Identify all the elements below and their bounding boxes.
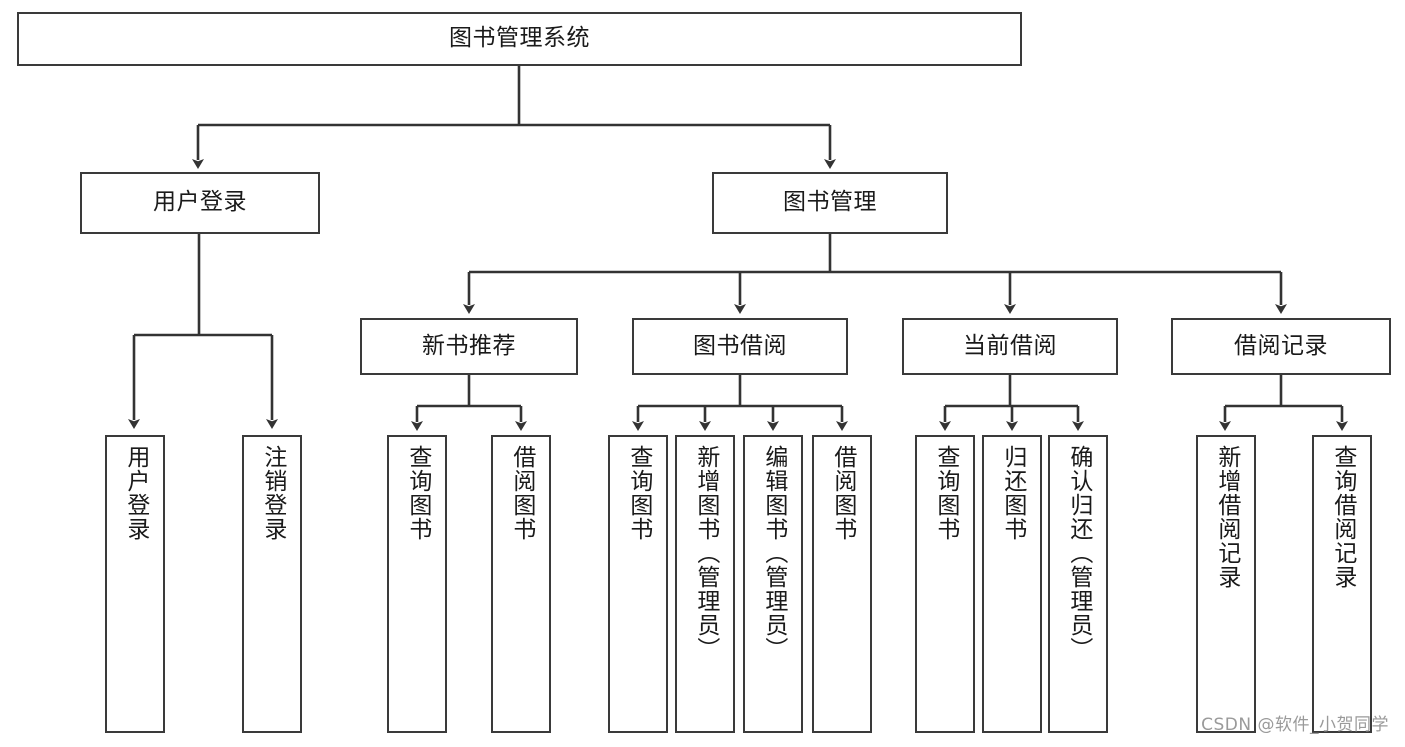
node-leaf-borrow-book-2[interactable]: 借阅图书 (812, 435, 872, 733)
node-leaf-borrow-book-1-label: 借阅图书 (508, 445, 535, 541)
node-leaf-confirm-return-admin[interactable]: 确认归还（管理员） (1048, 435, 1108, 733)
node-leaf-add-book-admin[interactable]: 新增图书（管理员） (675, 435, 735, 733)
node-root-label: 图书管理系统 (449, 25, 590, 52)
node-leaf-borrow-book-2-label: 借阅图书 (829, 445, 856, 541)
node-leaf-query-borrow-record-label: 查询借阅记录 (1329, 445, 1356, 589)
node-leaf-query-book-3-label: 查询图书 (932, 445, 959, 541)
node-current-borrow-label: 当前借阅 (963, 332, 1057, 359)
node-book-borrow-label: 图书借阅 (693, 332, 787, 359)
node-new-book-rec-label: 新书推荐 (422, 332, 516, 359)
node-leaf-logout-login-label: 注销登录 (259, 445, 286, 541)
node-book-manage[interactable]: 图书管理 (712, 172, 948, 234)
node-leaf-borrow-book-1[interactable]: 借阅图书 (491, 435, 551, 733)
node-leaf-query-book-2[interactable]: 查询图书 (608, 435, 668, 733)
node-leaf-query-book-2-label: 查询图书 (625, 445, 652, 541)
node-leaf-user-login[interactable]: 用户登录 (105, 435, 165, 733)
node-borrow-record[interactable]: 借阅记录 (1171, 318, 1391, 375)
watermark: CSDN @软件_小贺同学 (1201, 715, 1389, 735)
node-leaf-confirm-return-admin-label: 确认归还（管理员） (1065, 445, 1092, 661)
node-root[interactable]: 图书管理系统 (17, 12, 1022, 66)
node-new-book-rec[interactable]: 新书推荐 (360, 318, 578, 375)
node-leaf-return-book[interactable]: 归还图书 (982, 435, 1042, 733)
node-leaf-add-borrow-record[interactable]: 新增借阅记录 (1196, 435, 1256, 733)
node-current-borrow[interactable]: 当前借阅 (902, 318, 1118, 375)
node-user-login-label: 用户登录 (153, 189, 247, 216)
node-leaf-edit-book-admin[interactable]: 编辑图书（管理员） (743, 435, 803, 733)
node-book-borrow[interactable]: 图书借阅 (632, 318, 848, 375)
node-user-login[interactable]: 用户登录 (80, 172, 320, 234)
node-leaf-query-book-3[interactable]: 查询图书 (915, 435, 975, 733)
node-leaf-add-borrow-record-label: 新增借阅记录 (1213, 445, 1240, 589)
node-borrow-record-label: 借阅记录 (1234, 332, 1328, 359)
node-book-manage-label: 图书管理 (783, 189, 877, 216)
node-leaf-query-book-1-label: 查询图书 (404, 445, 431, 541)
node-leaf-add-book-admin-label: 新增图书（管理员） (692, 445, 719, 661)
node-leaf-query-borrow-record[interactable]: 查询借阅记录 (1312, 435, 1372, 733)
node-leaf-logout-login[interactable]: 注销登录 (242, 435, 302, 733)
node-leaf-return-book-label: 归还图书 (999, 445, 1026, 541)
node-leaf-edit-book-admin-label: 编辑图书（管理员） (760, 445, 787, 661)
node-leaf-query-book-1[interactable]: 查询图书 (387, 435, 447, 733)
node-leaf-user-login-label: 用户登录 (122, 445, 149, 541)
